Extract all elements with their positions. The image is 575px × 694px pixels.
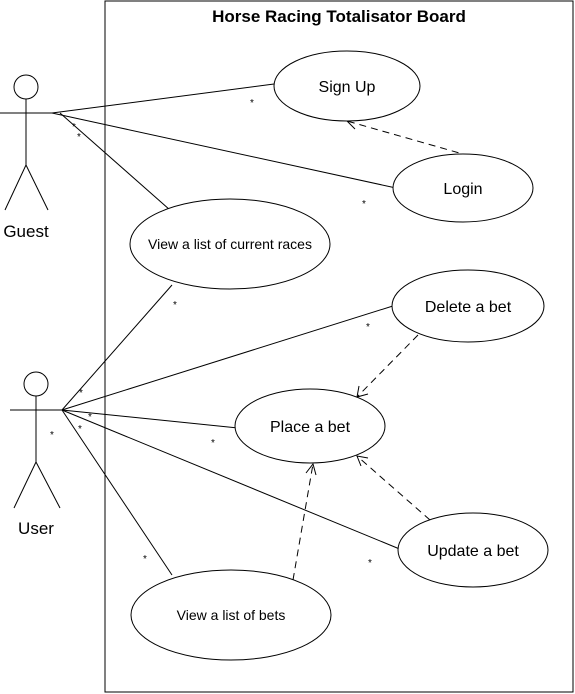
multiplicity-mark: * bbox=[50, 430, 54, 441]
multiplicity-mark: * bbox=[77, 132, 81, 143]
use-case-update-bet-label: Update a bet bbox=[427, 543, 519, 560]
actor-guest-right-leg bbox=[25, 164, 49, 211]
use-case-login-label: Login bbox=[443, 181, 482, 198]
assoc-user-delete-bet bbox=[61, 304, 397, 411]
actor-user-left-leg bbox=[13, 461, 37, 509]
dep-login-signup bbox=[346, 120, 471, 157]
use-case-place-bet bbox=[234, 388, 386, 464]
assoc-guest-login bbox=[51, 112, 397, 189]
use-case-delete-bet-label: Delete a bet bbox=[425, 299, 512, 316]
actor-guest bbox=[0, 74, 52, 211]
assoc-guest-view-races bbox=[59, 112, 171, 211]
dep-viewbets-place bbox=[292, 463, 314, 581]
multiplicity-mark: * bbox=[78, 424, 82, 435]
actor-guest-left-leg bbox=[4, 164, 27, 211]
use-case-update-bet bbox=[397, 512, 549, 588]
use-case-view-bets-label: View a list of bets bbox=[177, 607, 286, 623]
multiplicity-mark: * bbox=[366, 322, 370, 333]
multiplicity-mark: * bbox=[72, 122, 76, 133]
use-case-view-races bbox=[129, 198, 331, 290]
use-case-sign-up-label: Sign Up bbox=[319, 79, 376, 96]
actor-guest-head bbox=[13, 74, 39, 100]
multiplicity-mark: * bbox=[88, 412, 92, 423]
use-case-sign-up bbox=[273, 50, 421, 122]
assoc-user-place-bet bbox=[61, 409, 239, 429]
actor-user-right-leg bbox=[35, 461, 61, 509]
dep-update-place bbox=[356, 455, 431, 521]
assoc-guest-signup bbox=[51, 83, 275, 114]
dep-update-place-arrowhead bbox=[356, 455, 369, 467]
dep-delete-place bbox=[356, 334, 419, 398]
actor-user-head bbox=[23, 371, 49, 397]
assoc-user-view-bets bbox=[61, 409, 173, 576]
multiplicity-mark: * bbox=[143, 554, 147, 565]
system-title: Horse Racing Totalisator Board bbox=[212, 7, 466, 26]
multiplicity-mark: * bbox=[368, 558, 372, 569]
use-case-view-races-label: View a list of current races bbox=[148, 236, 312, 252]
multiplicity-mark: * bbox=[79, 388, 83, 399]
multiplicity-mark: * bbox=[173, 300, 177, 311]
actor-user-name: User bbox=[18, 519, 54, 538]
assoc-user-view-races bbox=[61, 284, 173, 411]
use-case-login bbox=[392, 153, 534, 223]
multiplicity-mark: * bbox=[211, 438, 215, 449]
multiplicity-mark: * bbox=[362, 199, 366, 210]
use-case-view-bets bbox=[130, 569, 332, 661]
actor-user bbox=[10, 371, 62, 509]
use-case-delete-bet bbox=[391, 269, 545, 343]
multiplicity-mark: * bbox=[250, 98, 254, 109]
dep-viewbets-place-arrowhead bbox=[305, 462, 317, 476]
associations bbox=[51, 83, 403, 576]
use-case-place-bet-label: Place a bet bbox=[270, 419, 351, 436]
assoc-user-update-bet bbox=[61, 409, 403, 551]
system-boundary bbox=[104, 0, 574, 693]
actor-guest-name: Guest bbox=[3, 222, 49, 241]
